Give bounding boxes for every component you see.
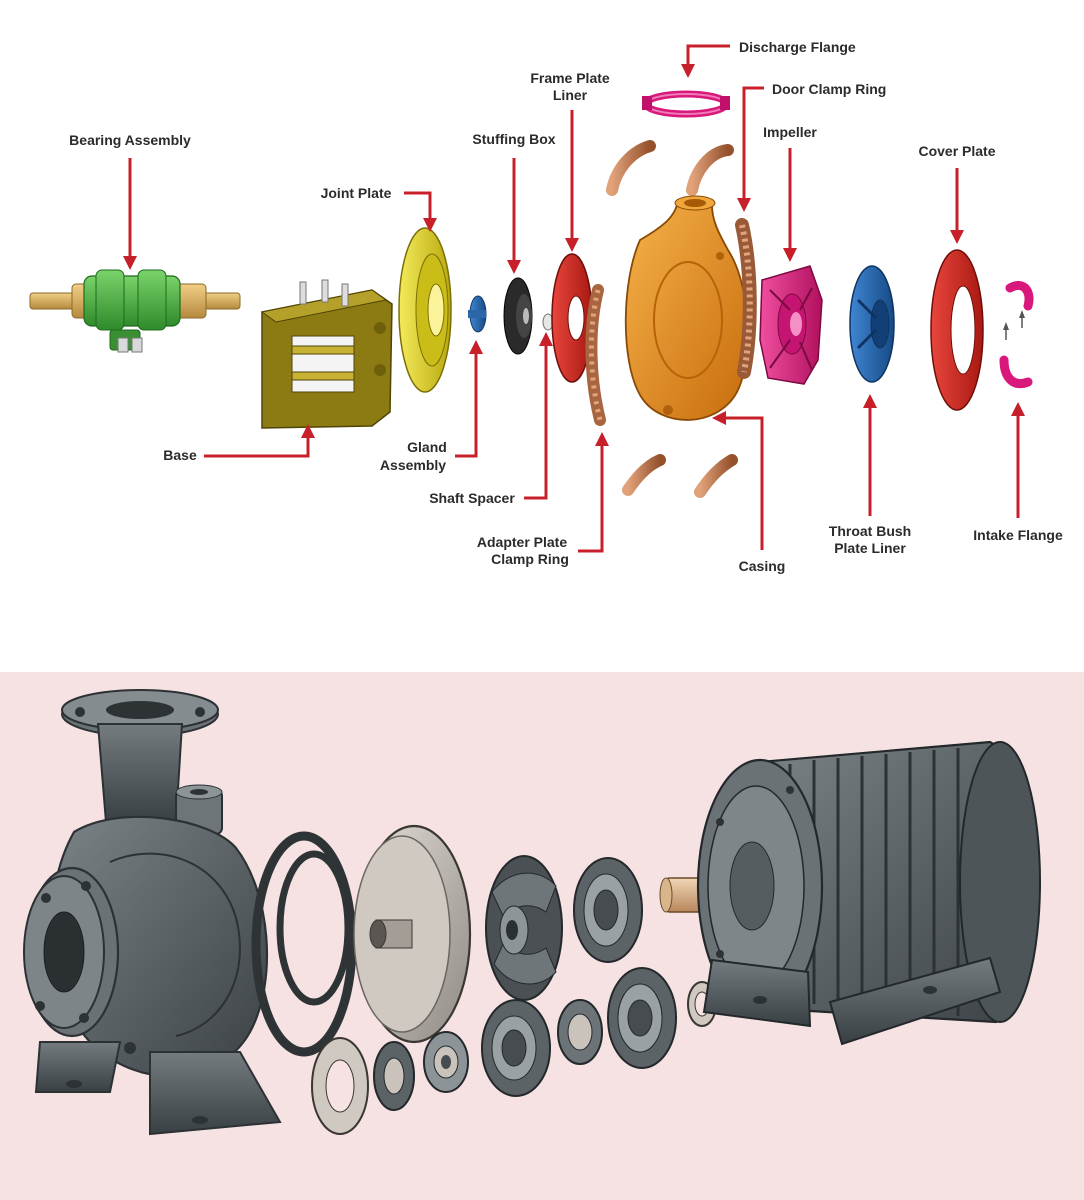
electric-motor-icon <box>659 740 1041 1046</box>
label-throat-bush-plate-liner-line2: Plate Liner <box>834 540 906 556</box>
label-frame-plate-liner-line2: Liner <box>553 87 588 103</box>
frame-plate-liner-part <box>551 253 593 383</box>
label-intake-flange: Intake Flange <box>973 527 1063 543</box>
arrow-icon <box>578 432 609 553</box>
casing-part <box>624 195 749 421</box>
label-adapter-plate-clamp-ring-line2: Clamp Ring <box>491 551 569 567</box>
arrow-icon <box>783 148 797 262</box>
arrow-icon <box>681 44 730 78</box>
arrow-icon <box>123 158 137 270</box>
callout-arrows <box>123 44 1025 553</box>
arrow-icon <box>1011 402 1025 518</box>
arrow-icon <box>507 158 521 274</box>
clamp-segment-parts <box>606 140 738 498</box>
joint-plate-part <box>398 227 452 393</box>
intake-flange-part <box>999 280 1034 388</box>
bearing-assembly-part <box>29 269 241 353</box>
stuffing-box-part <box>503 277 533 355</box>
door-clamp-ring-part <box>735 218 757 379</box>
discharge-flange-part <box>642 90 730 118</box>
gland-assembly-part <box>468 295 487 333</box>
arrow-icon <box>455 340 483 458</box>
label-discharge-flange: Discharge Flange <box>739 39 856 55</box>
label-base: Base <box>163 447 197 463</box>
slurry-pump-exploded-diagram: Bearing Assembly Base Joint Plate Gland … <box>29 39 1063 574</box>
label-casing: Casing <box>739 558 786 574</box>
impeller-part-bottom <box>485 855 563 1001</box>
arrow-icon <box>524 332 553 500</box>
label-bearing-assembly: Bearing Assembly <box>69 132 191 148</box>
label-gland-assembly-line2: Assembly <box>380 457 446 473</box>
arrow-icon <box>565 110 579 252</box>
arrow-icon <box>404 191 437 232</box>
label-stuffing-box: Stuffing Box <box>472 131 555 147</box>
gasket-rings-part <box>251 831 357 1057</box>
adapter-plate-clamp-ring-part <box>585 284 606 426</box>
centrifugal-pump-motor-exploded-illustration <box>0 672 1084 1200</box>
top-diagram-svg: Bearing Assembly Base Joint Plate Gland … <box>29 39 1063 574</box>
arrow-icon <box>950 168 964 244</box>
part-labels: Bearing Assembly Base Joint Plate Gland … <box>69 39 1063 574</box>
label-throat-bush-plate-liner-line1: Throat Bush <box>829 523 911 539</box>
label-adapter-plate-clamp-ring-line1: Adapter Plate <box>477 534 567 550</box>
arrow-icon <box>737 86 764 212</box>
arrow-icon <box>204 424 315 458</box>
label-shaft-spacer: Shaft Spacer <box>429 490 515 506</box>
arrow-icon <box>712 411 764 550</box>
bearing-upper-part <box>573 857 643 963</box>
label-impeller: Impeller <box>763 124 817 140</box>
label-gland-assembly-line1: Gland <box>407 439 447 455</box>
cover-plate-part <box>930 249 984 411</box>
label-door-clamp-ring: Door Clamp Ring <box>772 81 886 97</box>
backplate-disc-part <box>353 824 472 1044</box>
bottom-illustration-svg <box>0 672 1084 1200</box>
arrow-icon <box>863 394 877 516</box>
base-part <box>260 279 393 429</box>
impeller-part <box>759 265 823 385</box>
label-cover-plate: Cover Plate <box>918 143 995 159</box>
label-joint-plate: Joint Plate <box>321 185 392 201</box>
label-frame-plate-liner-line1: Frame Plate <box>530 70 610 86</box>
throat-bush-plate-liner-part <box>849 265 895 383</box>
pump-volute-icon <box>23 689 282 1136</box>
